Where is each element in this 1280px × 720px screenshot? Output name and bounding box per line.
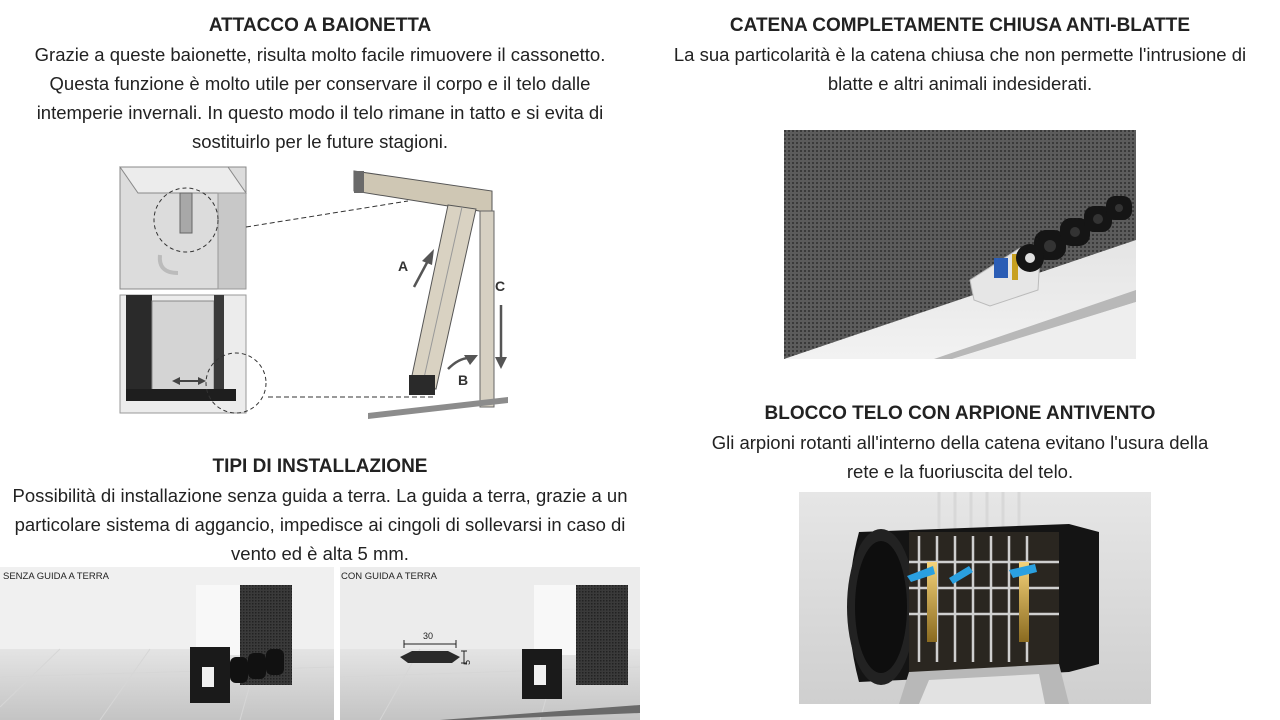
bayonet-diagram: A B C <box>118 165 510 420</box>
dim-width: 30 <box>423 631 433 641</box>
with-guide-label: CON GUIDA A TERRA <box>341 571 438 582</box>
install-text: Possibilità di installazione senza guida… <box>12 485 628 564</box>
hook-photo <box>799 492 1151 704</box>
label-b: B <box>458 372 468 388</box>
chain-section: CATENA COMPLETAMENTE CHIUSA ANTI-BLATTE … <box>670 12 1250 98</box>
block-section: BLOCCO TELO CON ARPIONE ANTIVENTO Gli ar… <box>700 400 1220 486</box>
install-photo: SENZA GUIDA A TERRA 30 5 CON GUIDA A TER… <box>0 567 640 720</box>
without-guide-label: SENZA GUIDA A TERRA <box>3 571 110 582</box>
bayonet-section: ATTACCO A BAIONETTA Grazie a queste baio… <box>8 12 632 156</box>
bayonet-title: ATTACCO A BAIONETTA <box>208 15 432 36</box>
label-c: C <box>495 278 505 294</box>
install-section: TIPI DI INSTALLAZIONE Possibilità di ins… <box>0 453 640 568</box>
chain-photo <box>784 130 1136 359</box>
chain-text: La sua particolarità è la catena chiusa … <box>673 44 1247 94</box>
bayonet-text: Grazie a queste baionette, risulta molto… <box>34 44 606 152</box>
label-a: A <box>398 258 408 274</box>
block-title: BLOCCO TELO CON ARPIONE ANTIVENTO <box>764 403 1156 424</box>
install-title: TIPI DI INSTALLAZIONE <box>212 456 428 477</box>
dim-height: 5 <box>462 660 472 665</box>
chain-title: CATENA COMPLETAMENTE CHIUSA ANTI-BLATTE <box>729 15 1191 36</box>
block-text: Gli arpioni rotanti all'interno della ca… <box>711 432 1209 482</box>
